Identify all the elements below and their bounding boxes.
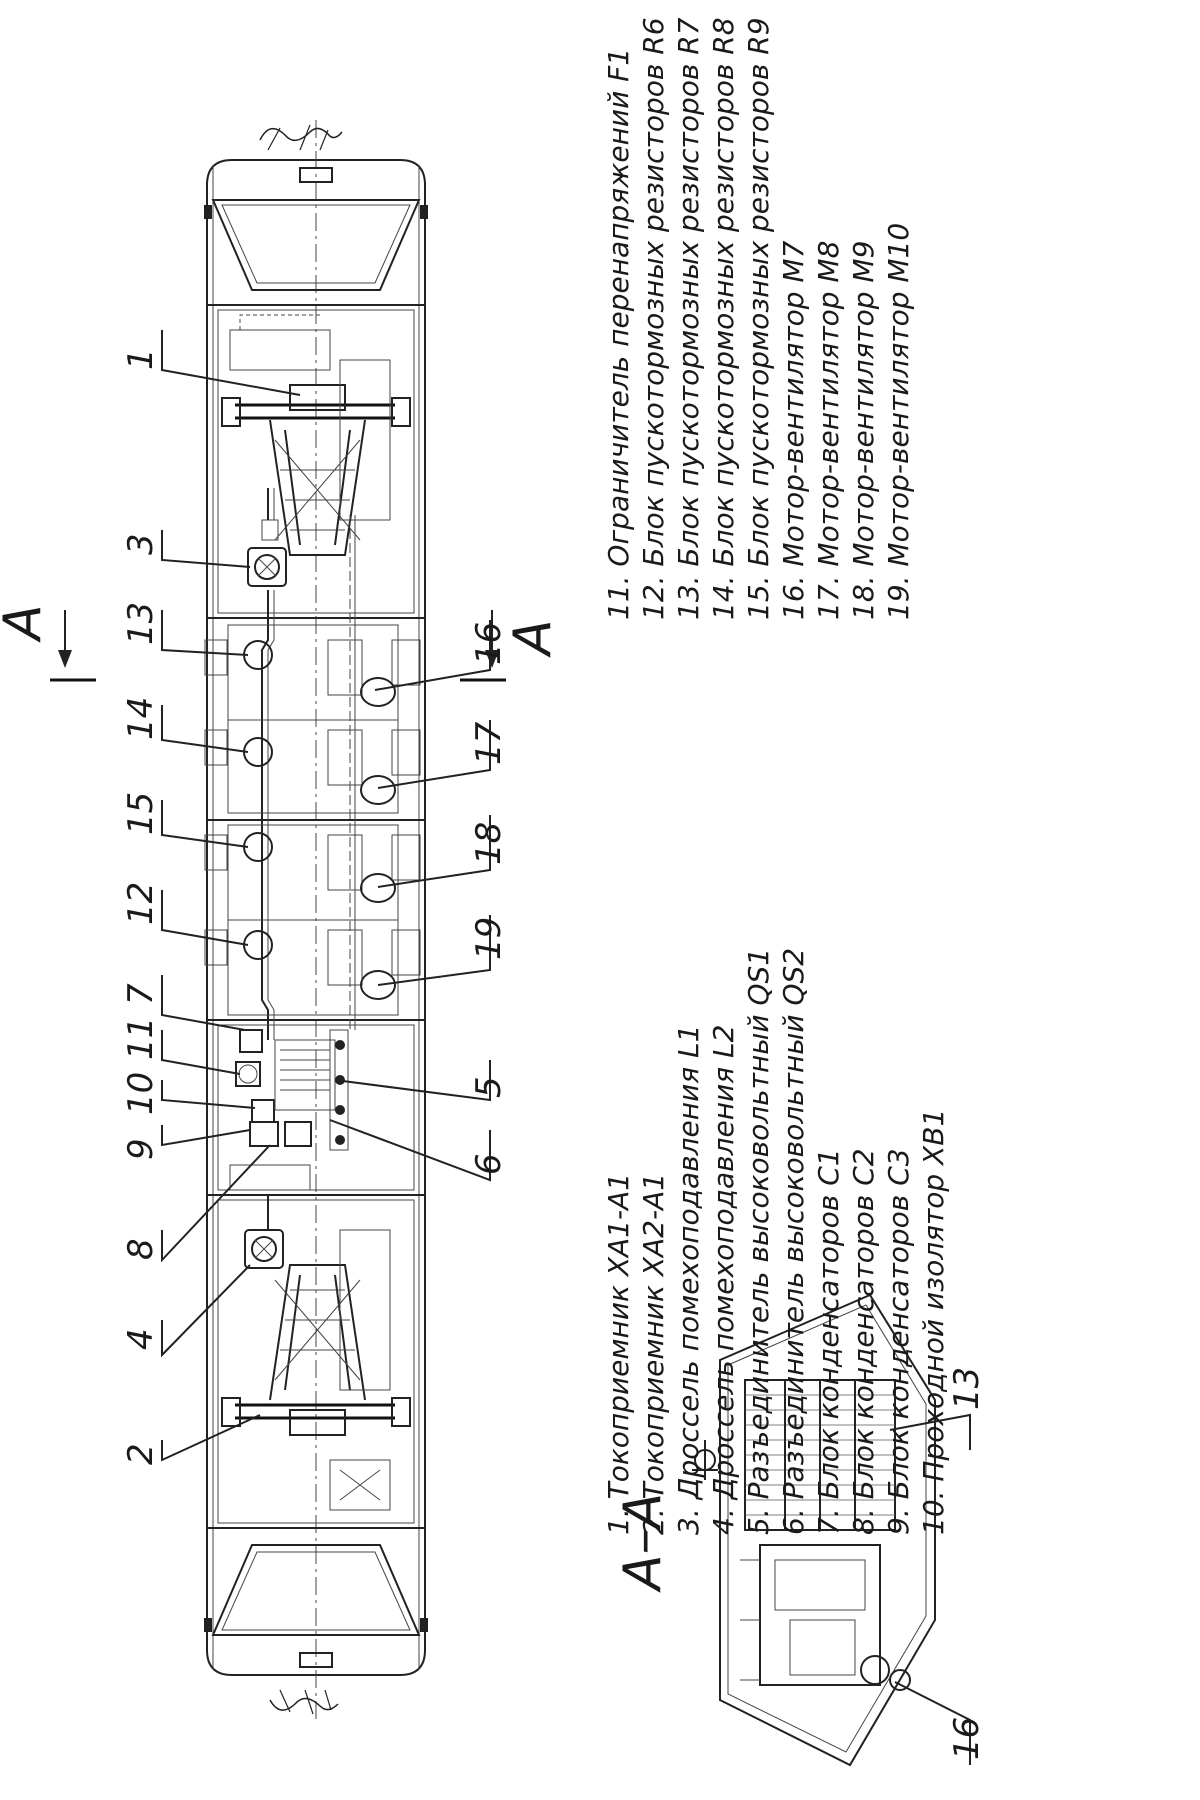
callout-leaders <box>161 330 491 1462</box>
legend-item-2: 2. Токоприемник ХА2-А1 <box>637 1173 670 1535</box>
inductor-l2 <box>244 1195 284 1269</box>
legend-column-1: 1. Токоприемник ХА1-А1 2. Токоприемник Х… <box>602 948 950 1535</box>
section-mark-right: A <box>460 610 563 682</box>
resistor-and-fan-blocks <box>204 624 421 1016</box>
legend-item-19: 19. Мотор-вентилятор М10 <box>882 223 915 620</box>
legend-item-11: 11. Ограничитель перенапряжений F1 <box>602 48 635 620</box>
inductor-l1 <box>247 519 287 587</box>
callout-11: 11 <box>121 1017 161 1060</box>
callout-14: 14 <box>121 697 161 740</box>
section-callout-13: 13 <box>947 1367 987 1410</box>
section-title: А–А <box>613 1493 673 1593</box>
legend-item-1: 1. Токоприемник ХА1-А1 <box>602 1173 635 1535</box>
legend-item-3: 3. Дроссель помехоподавления L1 <box>672 1025 705 1535</box>
legend-item-13: 13. Блок пускотормозных резисторов R7 <box>672 17 705 620</box>
legend-item-12: 12. Блок пускотормозных резисторов R6 <box>637 17 670 620</box>
legend-item-16: 16. Мотор-вентилятор М7 <box>777 240 810 620</box>
legend-column-2: 11. Ограничитель перенапряжений F1 12. Б… <box>602 17 915 620</box>
section-mark-left: A <box>0 604 96 682</box>
legend-item-8: 8. Блок конденсаторов С2 <box>847 1148 880 1535</box>
legend-item-5: 5. Разъединитель высоковольтный QS1 <box>742 948 775 1535</box>
hv-compartment <box>217 1024 415 1191</box>
section-callout-16: 16 <box>947 1717 987 1760</box>
callout-10: 10 <box>121 1072 161 1115</box>
cab-end-bottom <box>204 1544 428 1715</box>
callout-3: 3 <box>121 533 161 555</box>
legend-item-14: 14. Блок пускотормозных резисторов R8 <box>707 17 740 620</box>
callout-7: 7 <box>121 983 161 1005</box>
legend-item-15: 15. Блок пускотормозных резисторов R9 <box>742 17 775 620</box>
resistor-stack-lines <box>745 1380 895 1530</box>
section-letter-left: A <box>0 604 53 643</box>
pantograph-1 <box>221 314 411 556</box>
callout-17: 17 <box>469 721 509 765</box>
callout-1: 1 <box>121 348 161 370</box>
callout-9: 9 <box>121 1138 161 1160</box>
legend-item-7: 7. Блок конденсаторов С1 <box>812 1148 845 1535</box>
section-letter-right: A <box>503 619 563 658</box>
legend-item-6: 6. Разъединитель высоковольтный QS2 <box>777 948 810 1535</box>
legend-item-4: 4. Дроссель помехоподавления L2 <box>707 1025 740 1535</box>
cab-end-top <box>204 124 428 291</box>
callout-12: 12 <box>121 882 161 925</box>
callout-5: 5 <box>469 1076 509 1098</box>
pantograph-2 <box>221 1229 411 1511</box>
callout-4: 4 <box>121 1328 161 1350</box>
callout-8: 8 <box>121 1238 161 1260</box>
callout-6: 6 <box>469 1153 509 1175</box>
callout-18: 18 <box>469 822 509 865</box>
callout-numbers: 1 3 13 14 15 12 7 11 10 9 8 4 2 16 17 18… <box>121 348 509 1465</box>
callout-19: 19 <box>469 917 509 960</box>
callout-13: 13 <box>121 602 161 645</box>
section-a-a-view: А–А 13 1 <box>613 1293 987 1767</box>
legend-item-9: 9. Блок конденсаторов С3 <box>882 1148 915 1535</box>
callout-16: 16 <box>469 622 509 665</box>
callout-15: 15 <box>121 792 161 835</box>
legend-item-10: 10. Проходной изолятор ХВ1 <box>917 1109 950 1535</box>
legend-item-18: 18. Мотор-вентилятор М9 <box>847 241 880 620</box>
callout-2: 2 <box>121 1443 161 1465</box>
roof-plan: A A <box>0 120 563 1720</box>
legend-item-17: 17. Мотор-вентилятор М8 <box>812 241 845 620</box>
